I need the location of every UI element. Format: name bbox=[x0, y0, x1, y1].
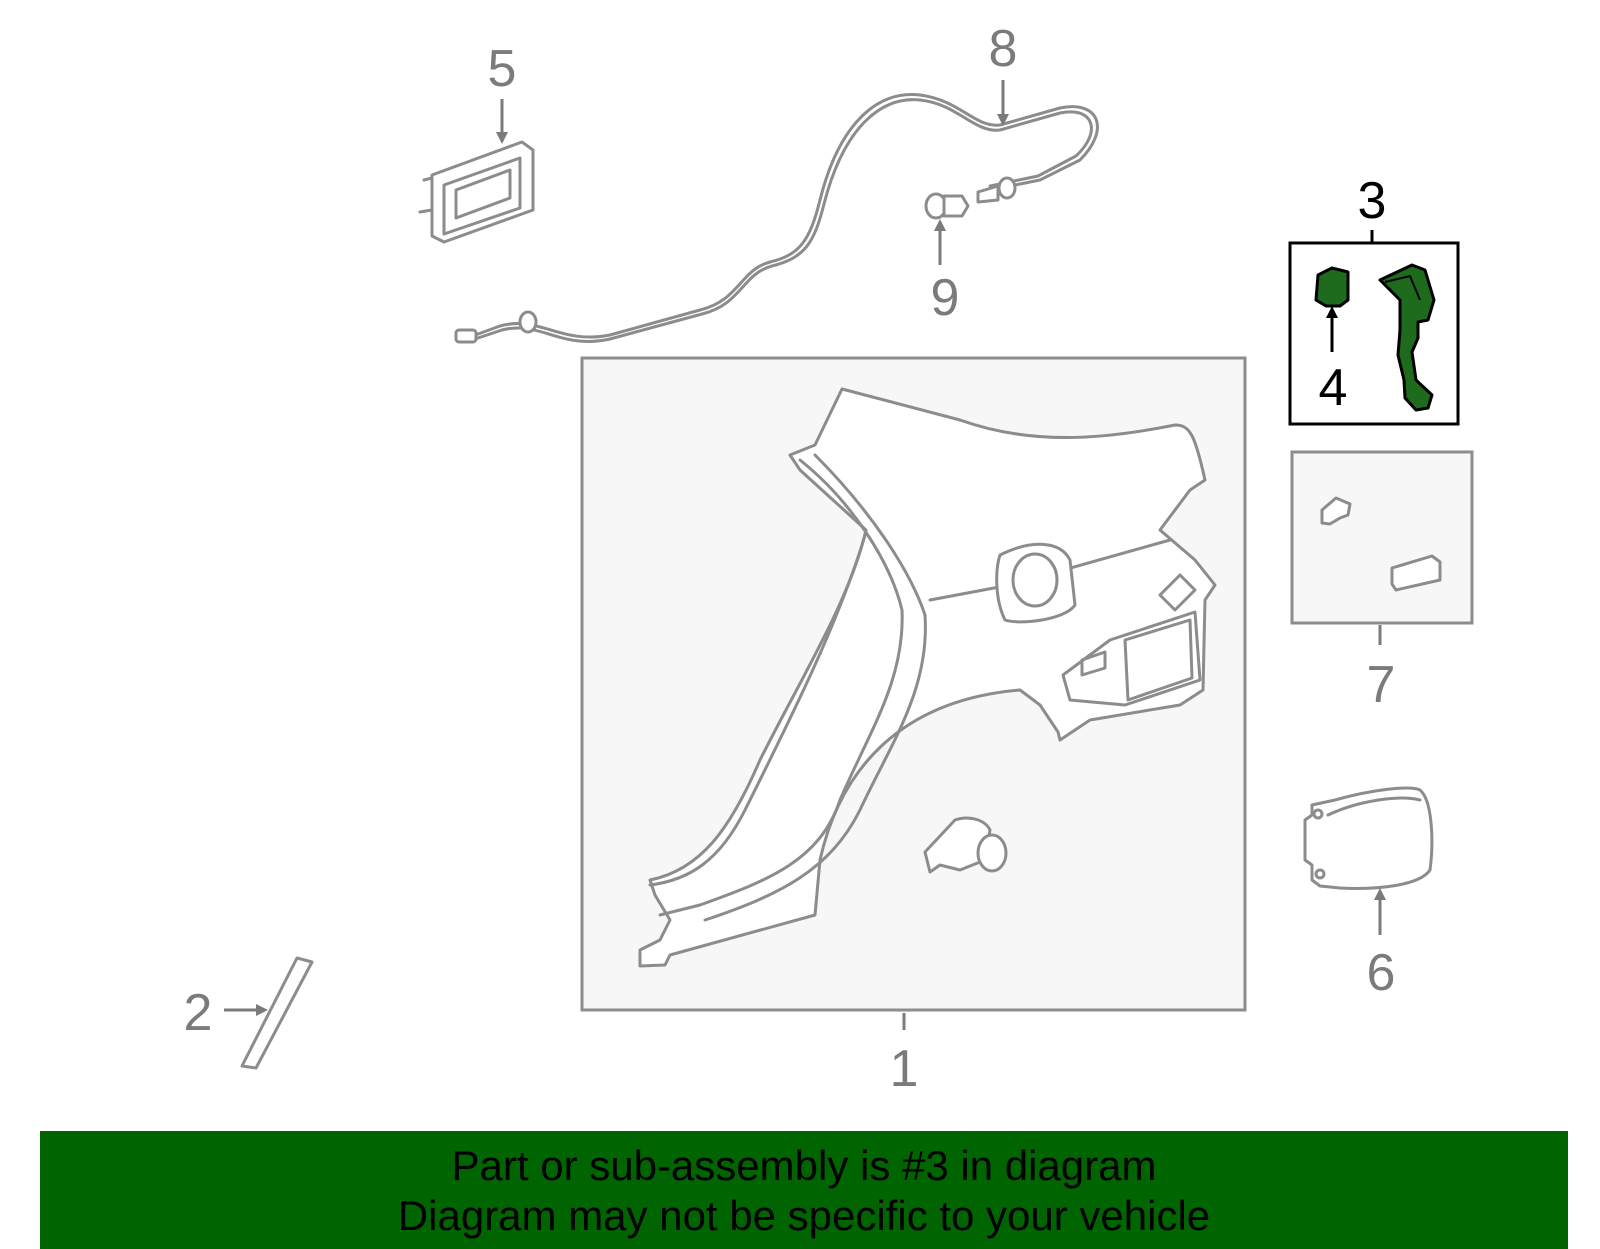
part-8-opener-cable[interactable] bbox=[454, 92, 1099, 344]
part-7-clips[interactable] bbox=[1320, 496, 1442, 592]
part-5-filler-housing[interactable] bbox=[418, 140, 535, 244]
parts-diagram: 5 8 9 1 2 3 bbox=[184, 20, 1474, 1098]
part-1-quarter-panel[interactable] bbox=[638, 387, 1217, 968]
callout-9: 9 bbox=[931, 269, 960, 327]
callout-5: 5 bbox=[488, 40, 517, 98]
callout-3: 3 bbox=[1358, 172, 1387, 230]
part-6-fuel-door[interactable] bbox=[1303, 786, 1434, 890]
part-9-clip[interactable] bbox=[924, 192, 970, 220]
banner-line-1: Part or sub-assembly is #3 in diagram bbox=[451, 1142, 1157, 1189]
banner-line-2: Diagram may not be specific to your vehi… bbox=[397, 1192, 1211, 1239]
callout-8: 8 bbox=[989, 20, 1018, 78]
info-banner: Part or sub-assembly is #3 in diagram Di… bbox=[40, 1131, 1568, 1249]
part-4-clip[interactable] bbox=[1314, 266, 1350, 308]
callout-4: 4 bbox=[1319, 359, 1348, 417]
callout-1: 1 bbox=[890, 1040, 919, 1098]
callout-2: 2 bbox=[184, 984, 213, 1042]
callout-7: 7 bbox=[1367, 656, 1396, 714]
callout-6: 6 bbox=[1367, 944, 1396, 1002]
part-2-strip[interactable] bbox=[240, 956, 314, 1070]
part-7-box bbox=[1290, 450, 1474, 625]
part-3-bracket[interactable] bbox=[1378, 263, 1436, 412]
